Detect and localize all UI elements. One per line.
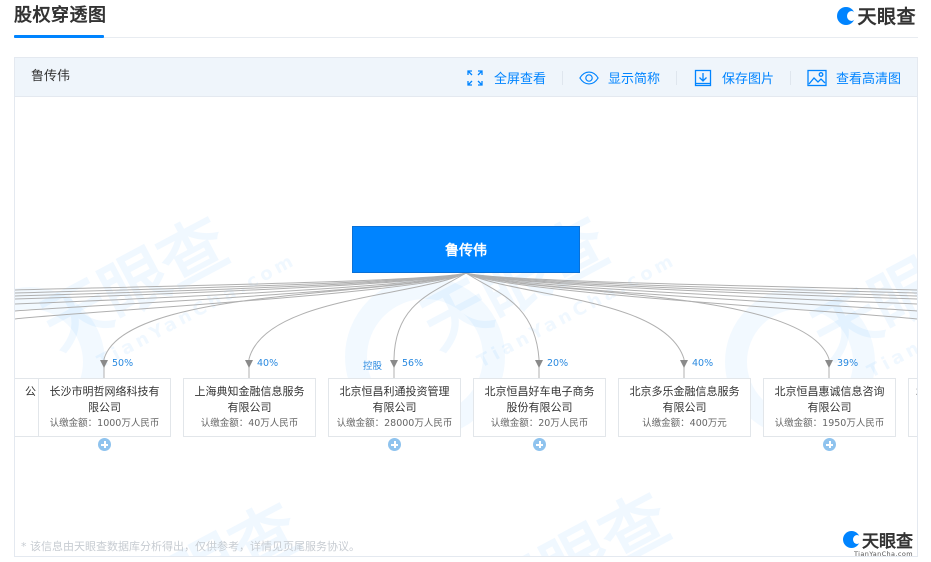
download-icon (693, 68, 713, 88)
subscribed-amount: 认缴金额：28000万人民币 (336, 418, 453, 429)
title-underline (14, 35, 104, 38)
edges (15, 272, 917, 378)
eye-icon (579, 68, 599, 88)
entity-name: 鲁传伟 (31, 69, 71, 84)
chart-toolbar: 鲁传伟 全屏查看 显示简称 (15, 58, 917, 97)
company-name: 北京恒昌好车电子商务股份有限公司 (484, 385, 595, 414)
child-node-partial-right[interactable]: 北 (908, 378, 917, 437)
fullscreen-label: 全屏查看 (493, 72, 546, 87)
company-name: 北京恒昌惠诚信息咨询有限公司 (774, 385, 885, 414)
fullscreen-icon (465, 68, 485, 88)
page-title: 股权穿透图 (14, 5, 107, 26)
percent-label: 20% (547, 358, 569, 369)
page-header: 股权穿透图 天眼查 (14, 0, 918, 38)
root-node[interactable]: 鲁传伟 (352, 226, 580, 273)
save-image-button[interactable]: 保存图片 (693, 68, 774, 88)
show-short-name-button[interactable]: 显示简称 (579, 68, 660, 88)
expand-plus-icon[interactable] (98, 438, 111, 451)
toolbar-actions: 全屏查看 显示简称 保存图片 (465, 58, 901, 97)
child-node[interactable]: 北京恒昌惠诚信息咨询有限公司 认缴金额：1950万人民币 (763, 378, 896, 437)
child-node[interactable]: 北京恒昌好车电子商务股份有限公司 认缴金额：20万人民币 (473, 378, 606, 437)
save-image-label: 保存图片 (721, 72, 774, 87)
view-hd-button[interactable]: 查看高清图 (807, 68, 901, 88)
show-short-name-label: 显示简称 (607, 72, 660, 87)
percent-label: 56% (402, 358, 424, 369)
controlling-tag: 控股 (363, 361, 383, 372)
equity-graph-canvas[interactable]: 天眼查 TianYanCha.com 天眼查 TianYanCha.com 天眼… (15, 97, 917, 556)
subscribed-amount: 认缴金额：1000万人民币 (49, 418, 160, 429)
fullscreen-button[interactable]: 全屏查看 (465, 68, 546, 88)
arrow-icons (100, 360, 833, 368)
tianyancha-logo-icon (837, 6, 857, 25)
brand-logo[interactable]: 天眼查 (837, 2, 916, 29)
child-node-partial-left[interactable]: 公 (15, 378, 40, 437)
disclaimer: * 该信息由天眼查数据库分析得出，仅供参考，详情见页尾服务协议。 (21, 540, 360, 553)
expand-plus-icon[interactable] (823, 438, 836, 451)
child-node[interactable]: 北京多乐金融信息服务有限公司 认缴金额：400万元 (618, 378, 751, 437)
child-node[interactable]: 上海典知金融信息服务有限公司 认缴金额：40万人民币 (183, 378, 316, 437)
child-node[interactable]: 长沙市明哲网络科技有限公司 认缴金额：1000万人民币 (38, 378, 171, 437)
company-name: 北京恒昌利通投资管理有限公司 (339, 385, 450, 414)
expand-plus-icon[interactable] (388, 438, 401, 451)
subscribed-amount: 认缴金额：40万人民币 (200, 418, 299, 429)
toolbar-divider (675, 70, 677, 85)
image-icon (807, 68, 827, 88)
subscribed-amount: 认缴金额：400万元 (642, 418, 727, 429)
company-name: 北京多乐金融信息服务有限公司 (629, 385, 740, 414)
child-node[interactable]: 北京恒昌利通投资管理有限公司 认缴金额：28000万人民币 (328, 378, 461, 437)
percent-label: 50% (112, 358, 134, 369)
expand-plus-icon[interactable] (533, 438, 546, 451)
toolbar-divider (561, 70, 563, 85)
tianyancha-logo-icon (843, 531, 861, 548)
subscribed-amount: 认缴金额：1950万人民币 (774, 418, 885, 429)
view-hd-label: 查看高清图 (835, 72, 901, 87)
toolbar-divider (789, 70, 791, 85)
subscribed-amount: 认缴金额：20万人民币 (490, 418, 589, 429)
percent-label: 39% (837, 358, 859, 369)
percent-label: 40% (257, 358, 279, 369)
equity-chart-panel: 鲁传伟 全屏查看 显示简称 (14, 57, 918, 557)
company-name: 上海典知金融信息服务有限公司 (194, 385, 305, 414)
brand-name: 天眼查 (857, 6, 916, 28)
company-name: 长沙市明哲网络科技有限公司 (49, 385, 160, 414)
footer-logo: 天眼查 TianYanCha.com (843, 527, 913, 556)
percent-label: 40% (692, 358, 714, 369)
